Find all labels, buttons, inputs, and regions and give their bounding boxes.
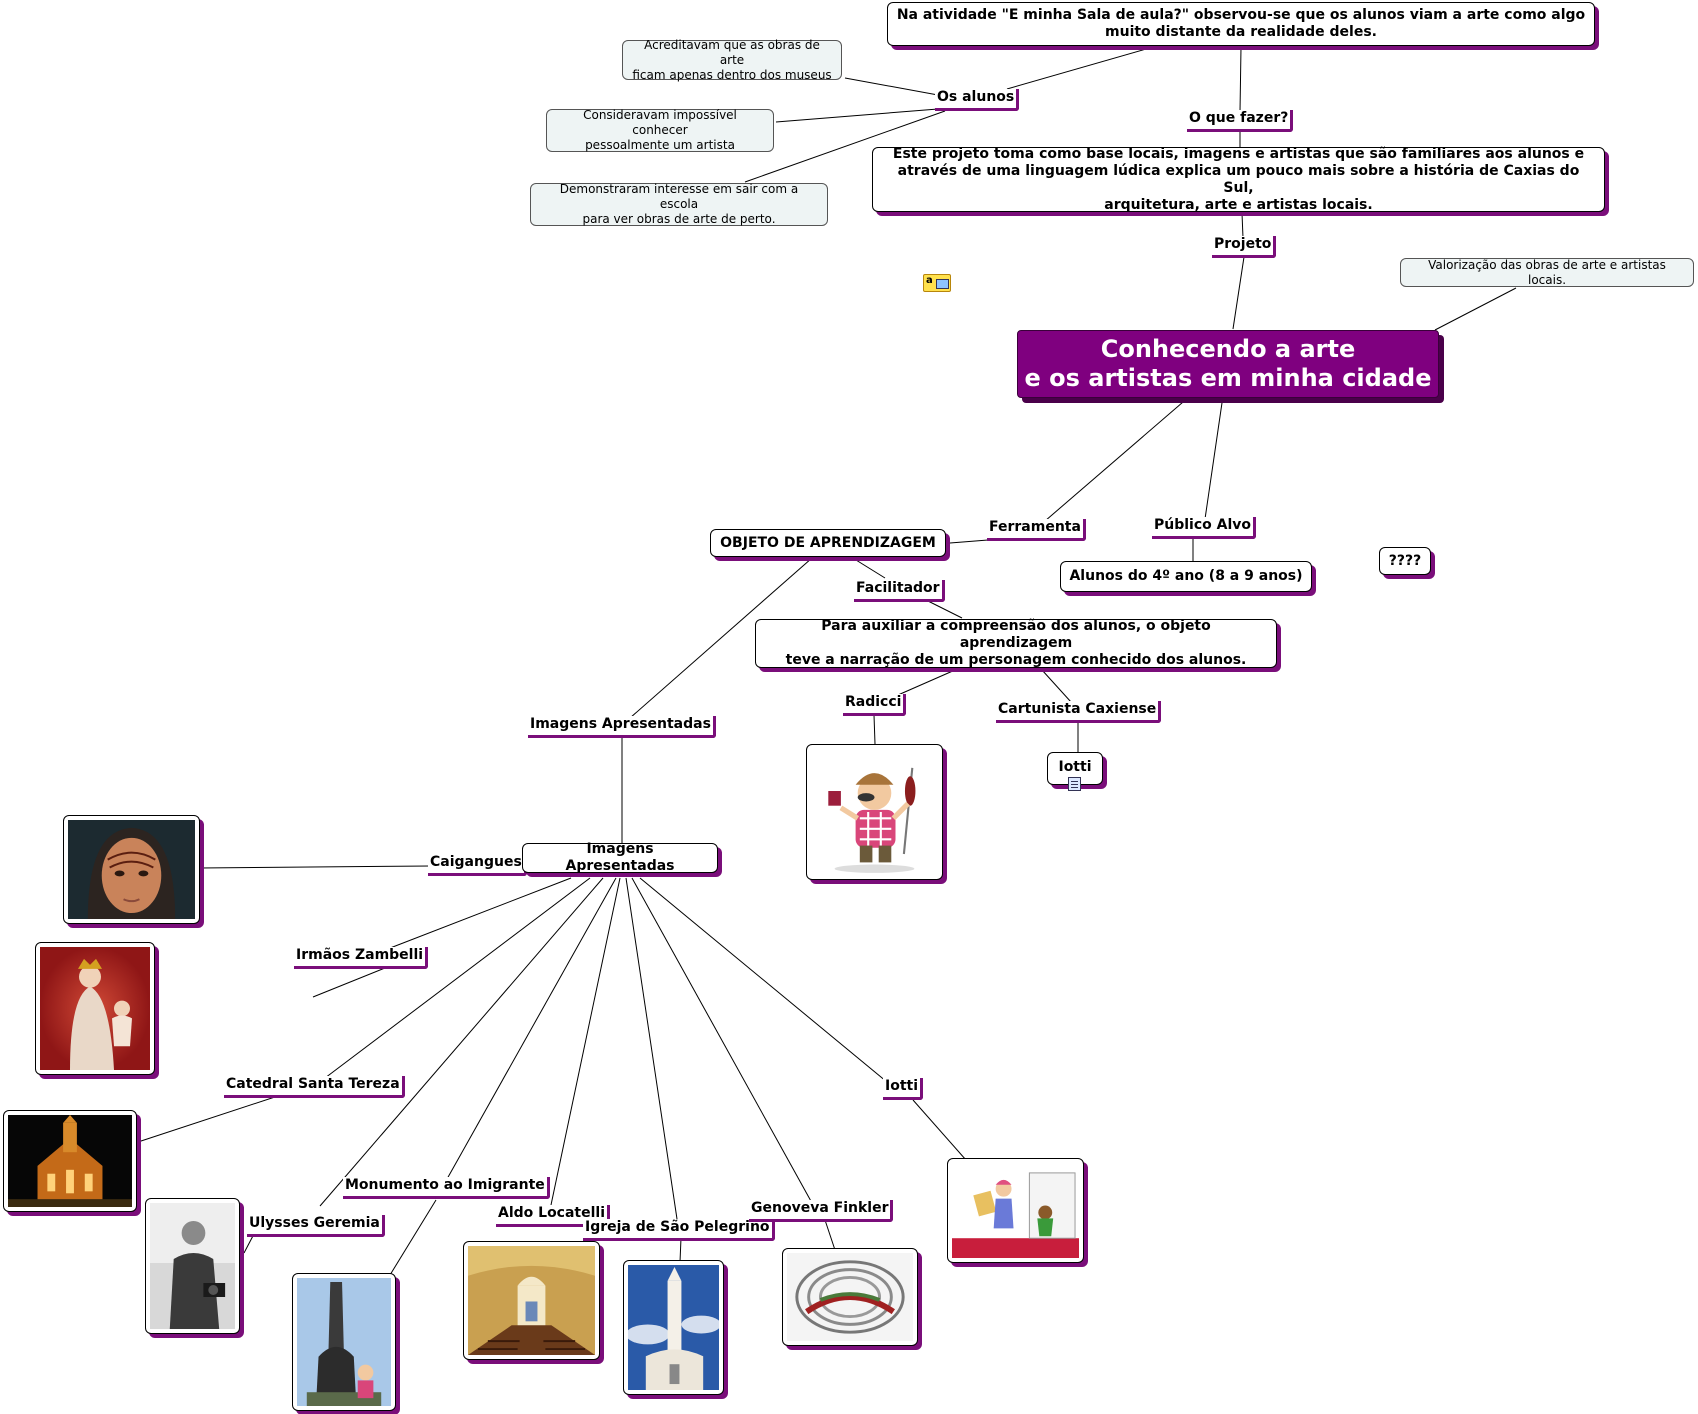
note-icon[interactable]: a <box>923 274 951 292</box>
aldo-locatelli-image[interactable] <box>463 1241 600 1360</box>
label-ferramenta[interactable]: Ferramenta <box>987 519 1086 541</box>
spiral-sculpture-photo <box>787 1253 913 1341</box>
label-imagens-apresentadas[interactable]: Imagens Apresentadas <box>528 716 716 738</box>
cathedral-night-photo <box>8 1115 132 1207</box>
madonna-statue-photo <box>40 947 150 1070</box>
label-caigangues[interactable]: Caigangues <box>428 854 527 876</box>
imagens-apresentadas-box[interactable]: Imagens Apresentadas <box>522 841 718 874</box>
irmaos-zambelli-image[interactable] <box>35 942 155 1075</box>
question-text: ???? <box>1388 552 1422 569</box>
objeto-aprendizagem-text: OBJETO DE APRENDIZAGEM <box>720 534 936 551</box>
question-box[interactable]: ???? <box>1379 547 1431 575</box>
iotti-cartoon-illustration <box>952 1163 1079 1258</box>
label-radicci[interactable]: Radicci <box>843 694 907 716</box>
label-aldo-locatelli[interactable]: Aldo Locatelli <box>496 1205 611 1227</box>
observation-box[interactable]: Na atividade "E minha Sala de aula?" obs… <box>887 2 1595 46</box>
note-interest[interactable]: Demonstraram interesse em sair com a esc… <box>530 182 828 226</box>
immigrant-monument-photo <box>297 1278 391 1406</box>
alunos-text: Alunos do 4º ano (8 a 9 anos) <box>1069 568 1303 584</box>
alunos-box[interactable]: Alunos do 4º ano (8 a 9 anos) <box>1060 561 1312 592</box>
project-description-box[interactable]: Este projeto toma como base locais, imag… <box>872 145 1605 213</box>
imagens-apresentadas-box-text: Imagens Apresentadas <box>565 841 675 874</box>
monumento-imigrante-image[interactable] <box>292 1273 396 1411</box>
label-irmaos-zambelli[interactable]: Irmãos Zambelli <box>294 947 429 969</box>
label-genoveva-finkler[interactable]: Genoveva Finkler <box>749 1200 894 1222</box>
project-line1: Este projeto toma como base locais, imag… <box>892 145 1585 162</box>
label-cartunista-caxiense[interactable]: Cartunista Caxiense <box>996 701 1162 723</box>
church-interior-photo <box>468 1246 595 1355</box>
label-ulysses-geremia[interactable]: Ulysses Geremia <box>247 1215 385 1237</box>
note-meet-artist[interactable]: Consideravam impossível conhecer pessoal… <box>546 108 774 152</box>
objeto-aprendizagem-box[interactable]: OBJETO DE APRENDIZAGEM <box>710 529 946 557</box>
label-publico-alvo[interactable]: Público Alvo <box>1152 517 1257 539</box>
observation-line2: muito distante da realidade deles. <box>1105 24 1377 40</box>
note-interest-line2: para ver obras de arte de perto. <box>582 212 776 226</box>
central-topic[interactable]: Conhecendo a arte e os artistas em minha… <box>1017 330 1439 398</box>
label-os-alunos[interactable]: Os alunos <box>935 89 1020 111</box>
label-monumento-imigrante[interactable]: Monumento ao Imigrante <box>343 1177 550 1199</box>
observation-line1: Na atividade "E minha Sala de aula?" obs… <box>896 7 1586 23</box>
genoveva-finkler-image[interactable] <box>782 1248 918 1346</box>
label-o-que-fazer[interactable]: O que fazer? <box>1187 110 1294 132</box>
church-tower-photo <box>628 1265 719 1390</box>
indigenous-girl-photo <box>68 820 195 919</box>
auxiliar-line1: Para auxiliar a compreensão dos alunos, … <box>821 618 1211 651</box>
auxiliar-box[interactable]: Para auxiliar a compreensão dos alunos, … <box>755 618 1277 668</box>
document-icon[interactable] <box>1068 777 1081 791</box>
iotti-box-text: Iotti <box>1058 759 1092 775</box>
label-facilitador[interactable]: Facilitador <box>854 580 945 602</box>
label-igreja-sao-pelegrino[interactable]: Igreja de São Pelegrino <box>583 1219 775 1241</box>
note-valorizacao-text: Valorização das obras de arte e artistas… <box>1428 257 1666 287</box>
note-valorizacao[interactable]: Valorização das obras de arte e artistas… <box>1400 258 1694 287</box>
note-interest-line1: Demonstraram interesse em sair com a esc… <box>559 182 799 211</box>
central-title-line1: Conhecendo a arte <box>1100 335 1356 363</box>
caigangues-image[interactable] <box>63 815 200 924</box>
central-title-line2: e os artistas em minha cidade <box>1024 364 1432 392</box>
note-museums-line2: ficam apenas dentro dos museus <box>632 67 832 82</box>
iotti-image[interactable] <box>947 1158 1084 1263</box>
photographer-portrait-photo <box>150 1203 235 1329</box>
project-line2: através de uma linguagem lúdica explica … <box>897 162 1580 196</box>
note-meet-artist-line2: pessoalmente um artista <box>585 138 735 152</box>
project-line3: arquitetura, arte e artistas locais. <box>1104 196 1373 213</box>
auxiliar-line2: teve a narração de um personagem conheci… <box>785 652 1247 668</box>
note-meet-artist-line1: Consideravam impossível conhecer <box>583 108 737 137</box>
radicci-cartoon-illustration <box>811 749 938 875</box>
radicci-image[interactable] <box>806 744 943 880</box>
label-catedral-santa-tereza[interactable]: Catedral Santa Tereza <box>224 1076 405 1098</box>
note-museums[interactable]: Acreditavam que as obras de arte ficam a… <box>622 37 842 82</box>
igreja-sao-pelegrino-image[interactable] <box>623 1260 724 1395</box>
ulysses-geremia-image[interactable] <box>145 1198 240 1334</box>
note-museums-line1: Acreditavam que as obras de arte <box>644 37 820 67</box>
label-iotti[interactable]: Iotti <box>883 1078 924 1100</box>
catedral-image[interactable] <box>3 1110 137 1212</box>
label-projeto[interactable]: Projeto <box>1212 236 1277 258</box>
